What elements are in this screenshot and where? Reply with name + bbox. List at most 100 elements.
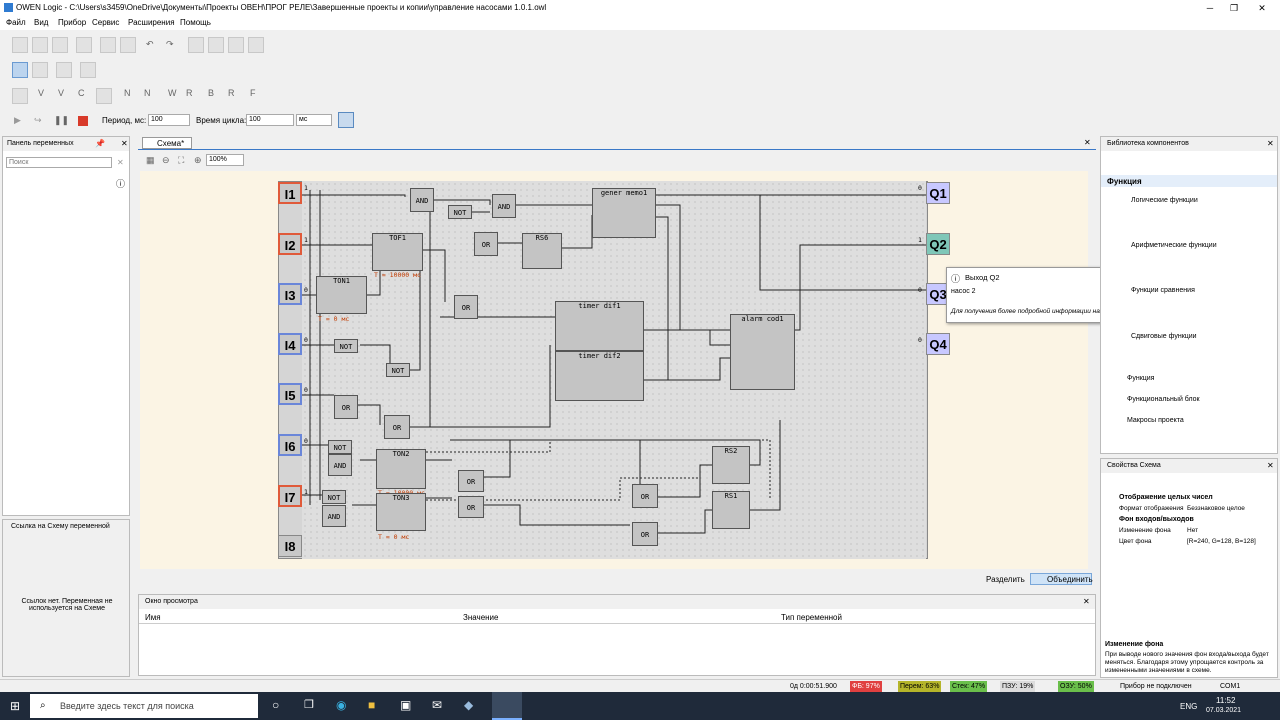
or-gate[interactable]: OR	[334, 395, 358, 419]
merge-button[interactable]: Объединить	[1030, 573, 1093, 585]
library-close-icon[interactable]: ✕	[1267, 139, 1274, 148]
search-clear-icon[interactable]: ✕	[117, 158, 124, 167]
zoom-in-icon[interactable]: ⊕	[194, 155, 202, 165]
menu-device[interactable]: Прибор	[58, 18, 87, 27]
and-gate[interactable]: AND	[410, 188, 434, 212]
or-gate[interactable]: OR	[454, 295, 478, 319]
not-gate[interactable]: NOT	[328, 440, 352, 454]
output-q3[interactable]: Q3	[926, 283, 950, 305]
library-item-shift[interactable]: Сдвиговые функции	[1131, 333, 1197, 340]
output-q4[interactable]: Q4	[926, 333, 950, 355]
info-icon[interactable]	[208, 37, 224, 53]
grid-tool-icon[interactable]	[80, 62, 96, 78]
element-v2-icon[interactable]: V	[58, 88, 65, 98]
paste-icon[interactable]	[120, 37, 136, 53]
gener-memo-block[interactable]: gener memo1	[592, 188, 656, 238]
close-icon[interactable]: ✕	[1258, 3, 1266, 13]
prop-bgcolor-value[interactable]: [R=240, G=128, B=128]	[1187, 538, 1256, 545]
cycle-input[interactable]: 100	[246, 114, 294, 126]
output-q2[interactable]: Q2	[926, 233, 950, 255]
settings-icon[interactable]	[228, 37, 244, 53]
and-gate[interactable]: AND	[322, 505, 346, 527]
cortana-icon[interactable]: ○	[272, 698, 280, 712]
minimize-icon[interactable]: ─	[1206, 3, 1214, 13]
element-xr-icon[interactable]: R	[228, 88, 235, 98]
not-gate[interactable]: NOT	[386, 363, 410, 377]
rs6-block[interactable]: RS6	[522, 233, 562, 269]
library-item-compare[interactable]: Функции сравнения	[1131, 287, 1195, 294]
open-file-icon[interactable]	[32, 37, 48, 53]
timer-dif2-block[interactable]: timer dif2	[555, 351, 644, 401]
properties-close-icon[interactable]: ✕	[1267, 461, 1274, 470]
tab-close-icon[interactable]: ✕	[1084, 138, 1091, 147]
library-item-arith[interactable]: Арифметические функции	[1131, 242, 1217, 249]
edge-icon[interactable]: ◉	[336, 698, 347, 712]
period-input[interactable]: 100	[148, 114, 190, 126]
element-box-icon[interactable]	[96, 88, 112, 104]
rs2-block[interactable]: RS2	[712, 446, 750, 484]
undo-icon[interactable]: ↶	[146, 39, 154, 49]
explorer-icon[interactable]: ■	[368, 698, 376, 712]
fit-icon[interactable]: ⛶	[178, 155, 185, 165]
save-icon[interactable]	[52, 37, 68, 53]
input-i8[interactable]: I8	[278, 535, 302, 557]
menu-service[interactable]: Сервис	[92, 18, 120, 27]
store-icon[interactable]: ▣	[400, 698, 412, 712]
or-gate[interactable]: OR	[632, 522, 658, 546]
device-icon[interactable]	[188, 37, 204, 53]
print-icon[interactable]	[76, 37, 92, 53]
mail-icon[interactable]: ✉	[432, 698, 443, 712]
viewer-close-icon[interactable]: ✕	[1083, 597, 1090, 606]
or-gate[interactable]: OR	[632, 484, 658, 508]
monitor-icon[interactable]	[338, 112, 354, 128]
element-n-icon[interactable]: N	[124, 88, 131, 98]
category-macros[interactable]: Макросы проекта	[1127, 417, 1184, 424]
input-i3[interactable]: I3	[278, 283, 302, 305]
viewer-col-type[interactable]: Тип переменной	[781, 613, 842, 622]
input-i1[interactable]: I1	[278, 182, 302, 204]
tof1-block[interactable]: TOF1	[372, 233, 423, 271]
pin-icon[interactable]: 📌	[95, 139, 105, 148]
split-button[interactable]: Разделить	[986, 575, 1025, 584]
ton1-block[interactable]: TON1	[316, 276, 367, 314]
input-i5[interactable]: I5	[278, 383, 302, 405]
and-gate[interactable]: AND	[328, 454, 352, 476]
rs1-block[interactable]: RS1	[712, 491, 750, 529]
element-w-icon[interactable]: W	[168, 88, 177, 98]
output-q1[interactable]: Q1	[926, 182, 950, 204]
task-view-icon[interactable]: ❐	[304, 699, 314, 711]
element-c-icon[interactable]: C	[78, 88, 85, 98]
menu-file[interactable]: Файл	[6, 18, 26, 27]
ton3-block[interactable]: TON3	[376, 493, 426, 531]
not-gate[interactable]: NOT	[334, 339, 358, 353]
zoom-out-icon[interactable]: ⊖	[162, 155, 170, 165]
viewer-col-name[interactable]: Имя	[145, 613, 161, 622]
info-circle-icon[interactable]: ⓘ	[116, 179, 126, 189]
element-n2-icon[interactable]: N	[144, 88, 151, 98]
library-item-logic[interactable]: Логические функции	[1131, 197, 1198, 204]
new-file-icon[interactable]	[12, 37, 28, 53]
keyboard-lang[interactable]: ENG	[1180, 702, 1198, 711]
step-icon[interactable]: ↪	[34, 115, 42, 125]
owen-logic-task-icon[interactable]	[492, 692, 522, 720]
zoom-select[interactable]: 100%	[206, 154, 244, 166]
prop-bgchange-value[interactable]: Нет	[1187, 527, 1199, 534]
redo-icon[interactable]: ↷	[166, 39, 174, 49]
viewer-col-value[interactable]: Значение	[463, 613, 499, 622]
pointer-tool-icon[interactable]	[12, 62, 28, 78]
not-gate[interactable]: NOT	[448, 205, 472, 219]
element-v-icon[interactable]: V	[38, 88, 45, 98]
and-gate[interactable]: AND	[492, 194, 516, 218]
element-xb-icon[interactable]: B	[208, 88, 215, 98]
element-r-icon[interactable]: R	[186, 88, 193, 98]
input-i4[interactable]: I4	[278, 333, 302, 355]
or-gate[interactable]: OR	[384, 415, 410, 439]
menu-extensions[interactable]: Расширения	[128, 18, 175, 27]
pause-icon[interactable]: ❚❚	[54, 115, 70, 125]
panel-close-icon[interactable]: ✕	[121, 139, 128, 148]
link-tool-icon[interactable]	[32, 62, 48, 78]
input-i7[interactable]: I7	[278, 485, 302, 507]
schema-tab[interactable]: Схема*	[142, 137, 192, 149]
play-icon[interactable]: ▶	[14, 115, 21, 125]
category-function[interactable]: Функция	[1127, 375, 1155, 382]
